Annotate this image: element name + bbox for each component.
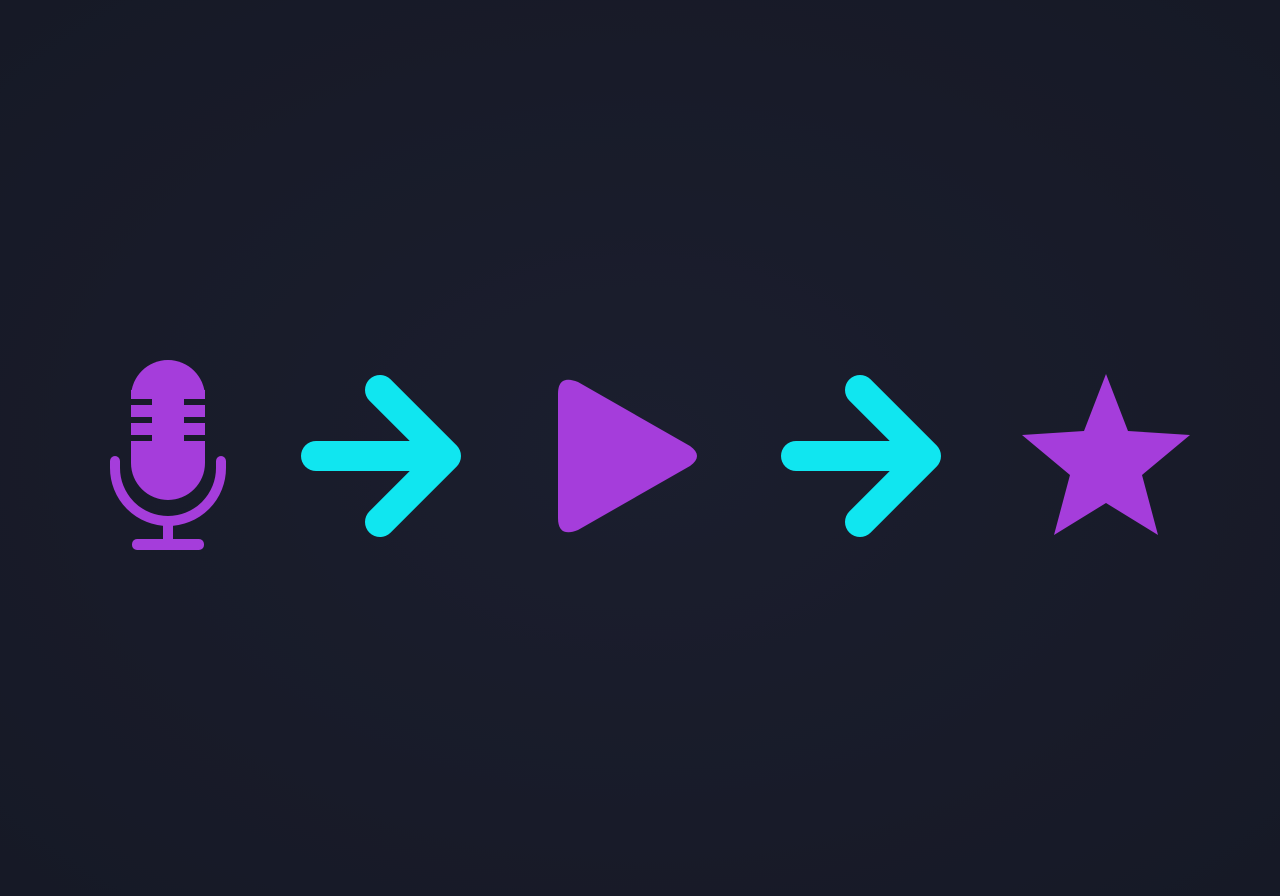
play-icon — [558, 379, 697, 533]
arrow-right-icon — [781, 375, 941, 537]
microphone-icon — [110, 360, 226, 550]
arrow-right-icon — [301, 375, 461, 537]
star-icon — [1022, 374, 1190, 535]
